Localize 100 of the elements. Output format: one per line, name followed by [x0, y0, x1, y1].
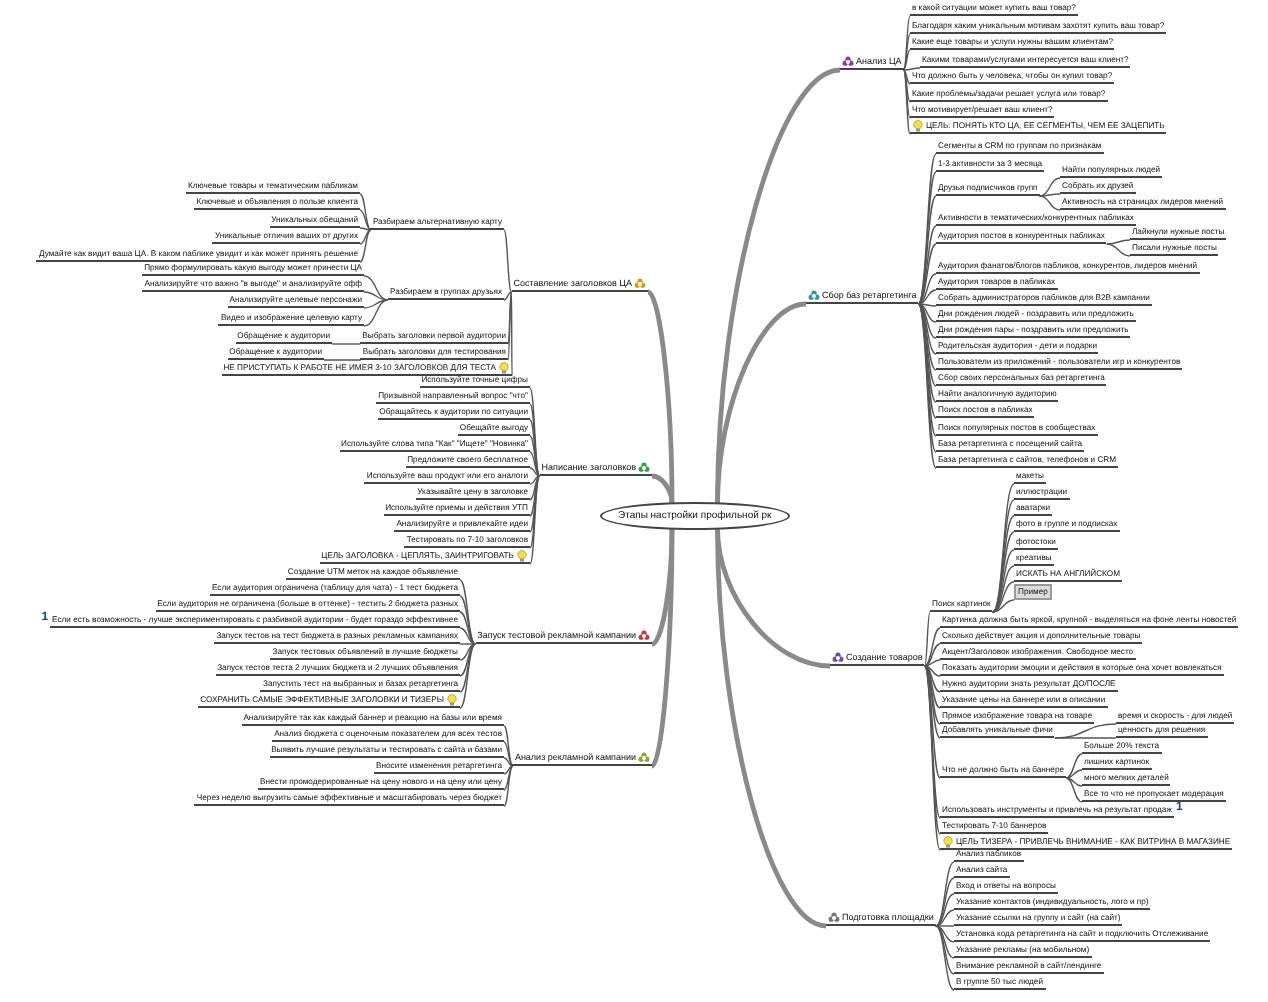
branch-connector: [529, 475, 541, 485]
branch-connector: [459, 579, 477, 645]
branch-connector: [1065, 777, 1083, 803]
branch-topic: [475, 630, 652, 644]
branch-connector: [359, 209, 372, 231]
branch-connector: [459, 611, 477, 645]
branch-connector: [503, 725, 514, 767]
branch-connector: [935, 925, 955, 991]
branch-connector: [1106, 239, 1131, 245]
branch-connector: [902, 15, 911, 71]
branch-connector: [359, 229, 372, 263]
branch-connector: [503, 765, 514, 807]
branch-connector: [923, 665, 941, 677]
branch-connector: [363, 299, 389, 327]
branch-connector: [1106, 243, 1131, 257]
branch-connector: [1065, 753, 1083, 779]
branch-connector: [503, 291, 513, 301]
branch-connector: [1054, 737, 1117, 739]
branch-connector: [331, 343, 361, 345]
branch-connector: [459, 643, 477, 661]
branch-connector: [917, 195, 937, 305]
branch-connector: [459, 595, 477, 645]
branch-connector: [510, 291, 513, 377]
branch-connector: [923, 665, 941, 709]
branch-connector: [923, 611, 931, 667]
branch-connector: [459, 627, 477, 645]
subtopic: [1014, 584, 1052, 600]
branch-connector: [503, 765, 514, 775]
branch-connector: [902, 69, 911, 103]
branch-topic: [840, 56, 904, 70]
branch-connector: [917, 225, 937, 305]
branch-connector: [1038, 193, 1061, 197]
branch-connector: [935, 861, 955, 927]
branch-connector: [1065, 769, 1083, 779]
subtopic: [910, 120, 1167, 134]
branch-connector: [650, 528, 675, 768]
branch-connector: [917, 303, 937, 323]
branch-connector: [935, 877, 955, 927]
branch-connector: [715, 301, 807, 505]
branch-connector: [923, 627, 941, 667]
branch-connector: [323, 359, 362, 361]
branch-connector: [503, 741, 514, 767]
branch-connector: [363, 291, 389, 301]
branch-connector: [529, 475, 541, 501]
branch-connector: [507, 291, 513, 361]
branch-connector: [507, 291, 513, 345]
subtopic: [319, 550, 530, 564]
branch-connector: [902, 33, 911, 71]
branch-connector: [917, 303, 937, 355]
branch-connector: [923, 665, 941, 779]
branch-connector: [917, 303, 937, 307]
branch-connector: [935, 909, 955, 927]
branch-connector: [923, 659, 941, 667]
branch-connector: [459, 643, 477, 645]
branch-connector: [991, 581, 1015, 613]
branch-connector: [902, 67, 921, 71]
branch-topic: [511, 278, 648, 292]
branch-connector: [459, 643, 477, 709]
branch-connector: [917, 303, 937, 339]
branch-connector: [529, 451, 541, 477]
branch-connector: [529, 475, 541, 533]
branch-connector: [529, 475, 541, 565]
branch-connector: [651, 473, 675, 505]
branch-connector: [359, 193, 372, 231]
branch-topic: [512, 752, 652, 766]
branch-topic: [830, 652, 925, 666]
branch-connector: [902, 49, 911, 71]
branch-connector: [715, 527, 827, 929]
branch-topic: [826, 912, 936, 926]
branch-topic: [539, 462, 652, 476]
branch-connector: [935, 893, 955, 927]
branch-connector: [363, 299, 389, 309]
branch-topic: [806, 290, 919, 304]
branch-connector: [1038, 195, 1061, 211]
branch-connector: [935, 925, 955, 975]
branch-connector: [503, 757, 514, 767]
branch-connector: [363, 275, 389, 301]
branch-connector: [529, 467, 541, 477]
branch-connector: [459, 643, 477, 677]
branch-connector: [503, 229, 513, 293]
branch-connector: [923, 665, 941, 725]
branch-connector: [917, 273, 937, 305]
branch-connector: [991, 549, 1015, 613]
branch-connector: [902, 69, 911, 85]
branch-connector: [935, 925, 955, 959]
branch-connector: [917, 289, 937, 305]
branch-connector: [529, 403, 541, 477]
branch-connector: [529, 419, 541, 477]
branch-connector: [529, 475, 541, 517]
branch-connector: [923, 643, 941, 667]
branch-connector: [529, 435, 541, 477]
branch-connector: [991, 565, 1015, 613]
subtopic: [940, 836, 1233, 850]
branch-connector: [935, 925, 955, 943]
branch-connector: [991, 599, 1015, 613]
branch-connector: [917, 243, 937, 305]
branch-connector: [902, 69, 911, 135]
subtopic: [198, 694, 460, 708]
branch-connector: [935, 925, 955, 927]
branch-connector: [529, 387, 541, 477]
